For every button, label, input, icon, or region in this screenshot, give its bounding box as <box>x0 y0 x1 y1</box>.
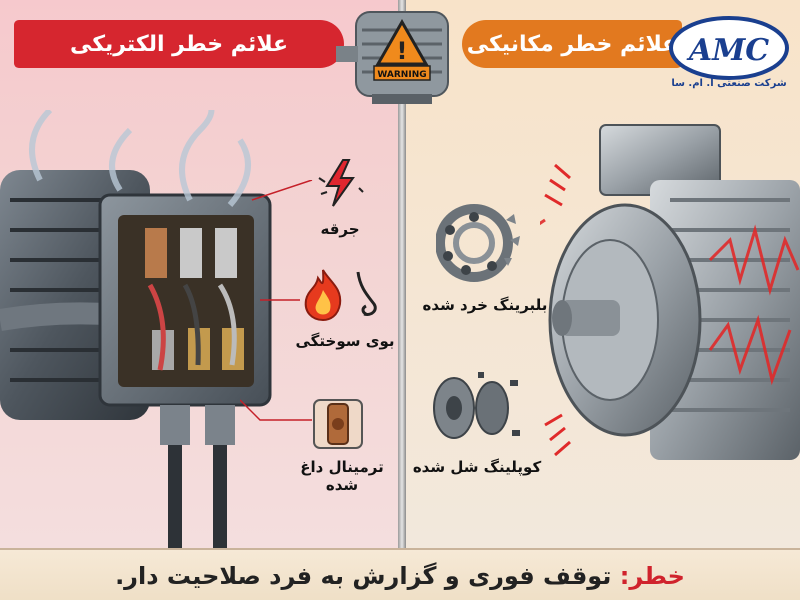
footer-message: توقف فوری و گزارش به فرد صلاحیت دار. <box>115 562 612 590</box>
terminal-icon <box>313 399 363 449</box>
electrical-title: علائم خطر الکتریکی <box>69 31 289 57</box>
fire-icon <box>304 269 342 322</box>
mechanical-title: علائم خطر مکانیکی <box>466 31 678 57</box>
mechanical-header: علائم خطر مکانیکی <box>462 20 682 68</box>
coupling-icon <box>433 372 520 439</box>
panel-divider <box>398 0 406 548</box>
footer-prefix: خطر: <box>619 562 685 590</box>
nose-icon <box>356 271 377 316</box>
footer-text: خطر: توقف فوری و گزارش به فرد صلاحیت دار… <box>115 562 685 590</box>
warning-motor-badge: ! WARNING <box>336 11 449 104</box>
electrical-motor-illustration <box>0 110 272 550</box>
mechanical-motor-illustration <box>540 124 800 460</box>
burning-smell-label: بوی سوختگی <box>295 332 395 350</box>
company-logo: AMC <box>669 16 789 80</box>
svg-text:!: ! <box>397 37 408 65</box>
spark-label: جرقه <box>320 220 360 238</box>
company-name: شرکت صنعتی آ. ام. سا <box>671 78 787 89</box>
spark-icon <box>318 159 364 207</box>
warning-label: WARNING <box>377 70 426 80</box>
worn-bearing-label: بلبرینگ خرد شده <box>422 296 548 314</box>
bearing-icon <box>436 204 520 282</box>
loose-coupling-label: کوپلینگ شل شده <box>412 458 542 476</box>
warning-icon: ! <box>375 18 429 66</box>
pointer-lines <box>240 180 313 421</box>
logo-mark: AMC <box>686 33 769 68</box>
stained-terminal-label: ترمینال داغ شده <box>300 458 384 494</box>
electrical-header: علائم خطر الکتریکی <box>14 20 344 68</box>
footer-banner: خطر: توقف فوری و گزارش به فرد صلاحیت دار… <box>0 548 800 600</box>
